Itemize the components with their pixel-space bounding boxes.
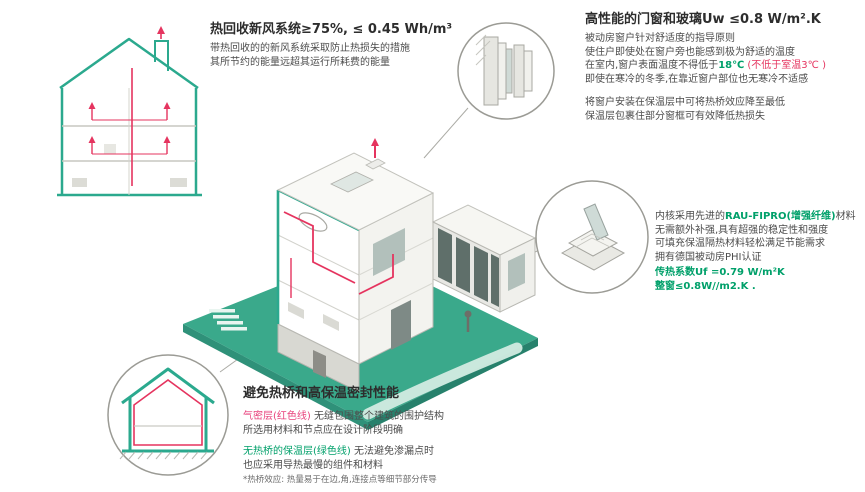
windows-body-3: 在室内,窗户表面温度不得低于18℃ (不低于室温3℃ ) [585, 59, 859, 73]
windows-body-6: 保温层包裹住部分窗框可有效降低热损失 [585, 110, 765, 122]
airtight-layer-text: 无缝包围整个建筑的围护结构 [313, 411, 444, 423]
frame-profile-line-1-post: 材料 [835, 211, 856, 222]
windows-temp-note: (不低于室温3℃ ) [744, 60, 826, 72]
windows-body-3-text: 在室内,窗户表面温度不得低于 [585, 60, 719, 72]
heat-recovery-title: 热回收新风系统≥75%, ≤ 0.45 Wh/m³ [210, 22, 453, 37]
thermal-airtight-line-1: 气密层(红色线) 无缝包围整个建筑的围护结构 [243, 410, 573, 424]
frame-profile-material-name: RAU-FIPRO(增强纤维) [725, 211, 836, 222]
insulation-layer-label: 无热桥的保温层(绿色线) [243, 446, 354, 458]
frame-profile-uf-value: 传热系数Uf =0.79 W/m²K [655, 267, 785, 278]
thermal-section: 避免热桥和高保温密封性能 气密层(红色线) 无缝包围整个建筑的围护结构 所选用材… [243, 386, 573, 486]
heat-recovery-body-2: 其所节约的能量远超其运行所耗费的能量 [210, 56, 390, 68]
windows-title: 高性能的门窗和玻璃Uw ≤0.8 W/m².K [585, 12, 821, 27]
thermal-insulation-line-2: 也应采用导热最慢的组件和材料 [243, 459, 383, 471]
frame-profile-line-1: 内核采用先进的RAU-FIPRO(增强纤维)材料 [655, 210, 863, 224]
windows-temp-value: 18℃ [718, 60, 745, 72]
frame-profile-section: 内核采用先进的RAU-FIPRO(增强纤维)材料 无需额外补强,具有超强的稳定性… [655, 210, 863, 293]
windows-body-2: 使住户即使处在窗户旁也能感到极为舒适的温度 [585, 46, 795, 58]
heat-recovery-section: 热回收新风系统≥75%, ≤ 0.45 Wh/m³ 带热回收的的新风系统采取防止… [210, 22, 462, 69]
windows-body-1: 被动房窗户针对舒适度的指导原则 [585, 33, 735, 45]
windows-body-5: 将窗户安装在保温层中可将热桥效应降至最低 [585, 97, 785, 109]
heat-recovery-body-1: 带热回收的的新风系统采取防止热损失的措施 [210, 43, 410, 55]
frame-profile-line-2: 无需额外补强,具有超强的稳定性和强度 [655, 224, 829, 236]
ventilation-house-illustration [52, 26, 207, 206]
windows-body-4: 即使在寒冷的冬季,在靠近窗户部位也无寒冷不适感 [585, 73, 809, 85]
thermal-airtight-line-2: 所选用材料和节点应在设计阶段明确 [243, 424, 403, 436]
thermal-title: 避免热桥和高保温密封性能 [243, 386, 400, 401]
airtight-layer-label: 气密层(红色线) [243, 411, 314, 423]
windows-section: 高性能的门窗和玻璃Uw ≤0.8 W/m².K 被动房窗户针对舒适度的指导原则 … [585, 12, 859, 123]
frame-profile-line-4: 拥有德国被动房PHI认证 [655, 251, 762, 263]
thermal-insulation-line-1: 无热桥的保温层(绿色线) 无法避免渗漏点时 [243, 445, 573, 459]
isometric-house-illustration [163, 62, 553, 432]
frame-profile-uw-value: 整窗≤0.8W//m2.K . [655, 280, 756, 292]
frame-profile-line-3: 可填充保温隔热材料轻松满足节能需求 [655, 238, 825, 249]
insulation-layer-text: 无法避免渗漏点时 [353, 446, 434, 458]
frame-profile-line-1-pre: 内核采用先进的 [655, 211, 725, 222]
window-corner-detail-circle [456, 21, 556, 121]
airtight-layer-detail-circle [106, 353, 230, 477]
frame-profile-detail-circle [534, 179, 650, 295]
thermal-footnote: *热桥效应: 热量易于在边,角,连接点等细节部分传导 [243, 475, 437, 486]
